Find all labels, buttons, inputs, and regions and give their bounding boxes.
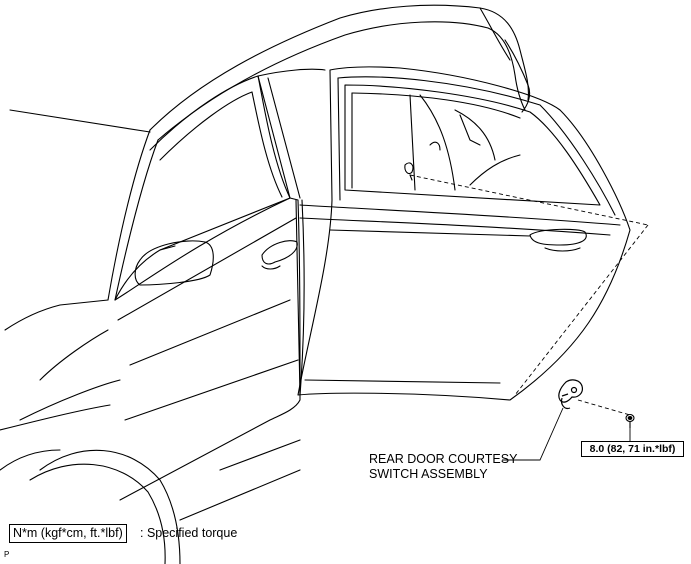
hood-line — [9, 109, 151, 133]
callout-dashed-top — [409, 174, 649, 226]
torque-spec-box: 8.0 (82, 71 in.*lbf) — [581, 441, 684, 457]
roof-inner-line — [157, 21, 489, 141]
front-door-outline — [114, 197, 301, 501]
rear-door-handle — [529, 228, 587, 246]
switch-mount-point — [404, 162, 414, 175]
corner-mark: P — [4, 550, 10, 559]
callout-dashed-axis — [577, 399, 631, 416]
front-door-handle — [261, 240, 298, 265]
callout-label-line1: REAR DOOR COURTESY — [369, 452, 518, 466]
rear-door-outline — [297, 66, 631, 401]
callout-dashed-right — [514, 224, 649, 396]
legend-unit-box: N*m (kgf*cm, ft.*lbf) — [9, 524, 127, 543]
roof-inner-line-2 — [487, 27, 526, 111]
legend-description: : Specified torque — [140, 526, 238, 540]
switch-leader — [502, 407, 564, 461]
bolt-part — [625, 413, 635, 428]
b-pillar — [257, 68, 326, 77]
roof-outline — [149, 4, 529, 131]
courtesy-switch-part — [558, 379, 583, 410]
front-window-frame — [114, 75, 291, 301]
a-pillar — [107, 129, 151, 301]
rear-window-frame — [344, 84, 601, 206]
front-wheel-arch — [39, 449, 181, 564]
callout-label-line2: SWITCH ASSEMBLY — [369, 467, 488, 481]
side-mirror — [134, 240, 214, 286]
